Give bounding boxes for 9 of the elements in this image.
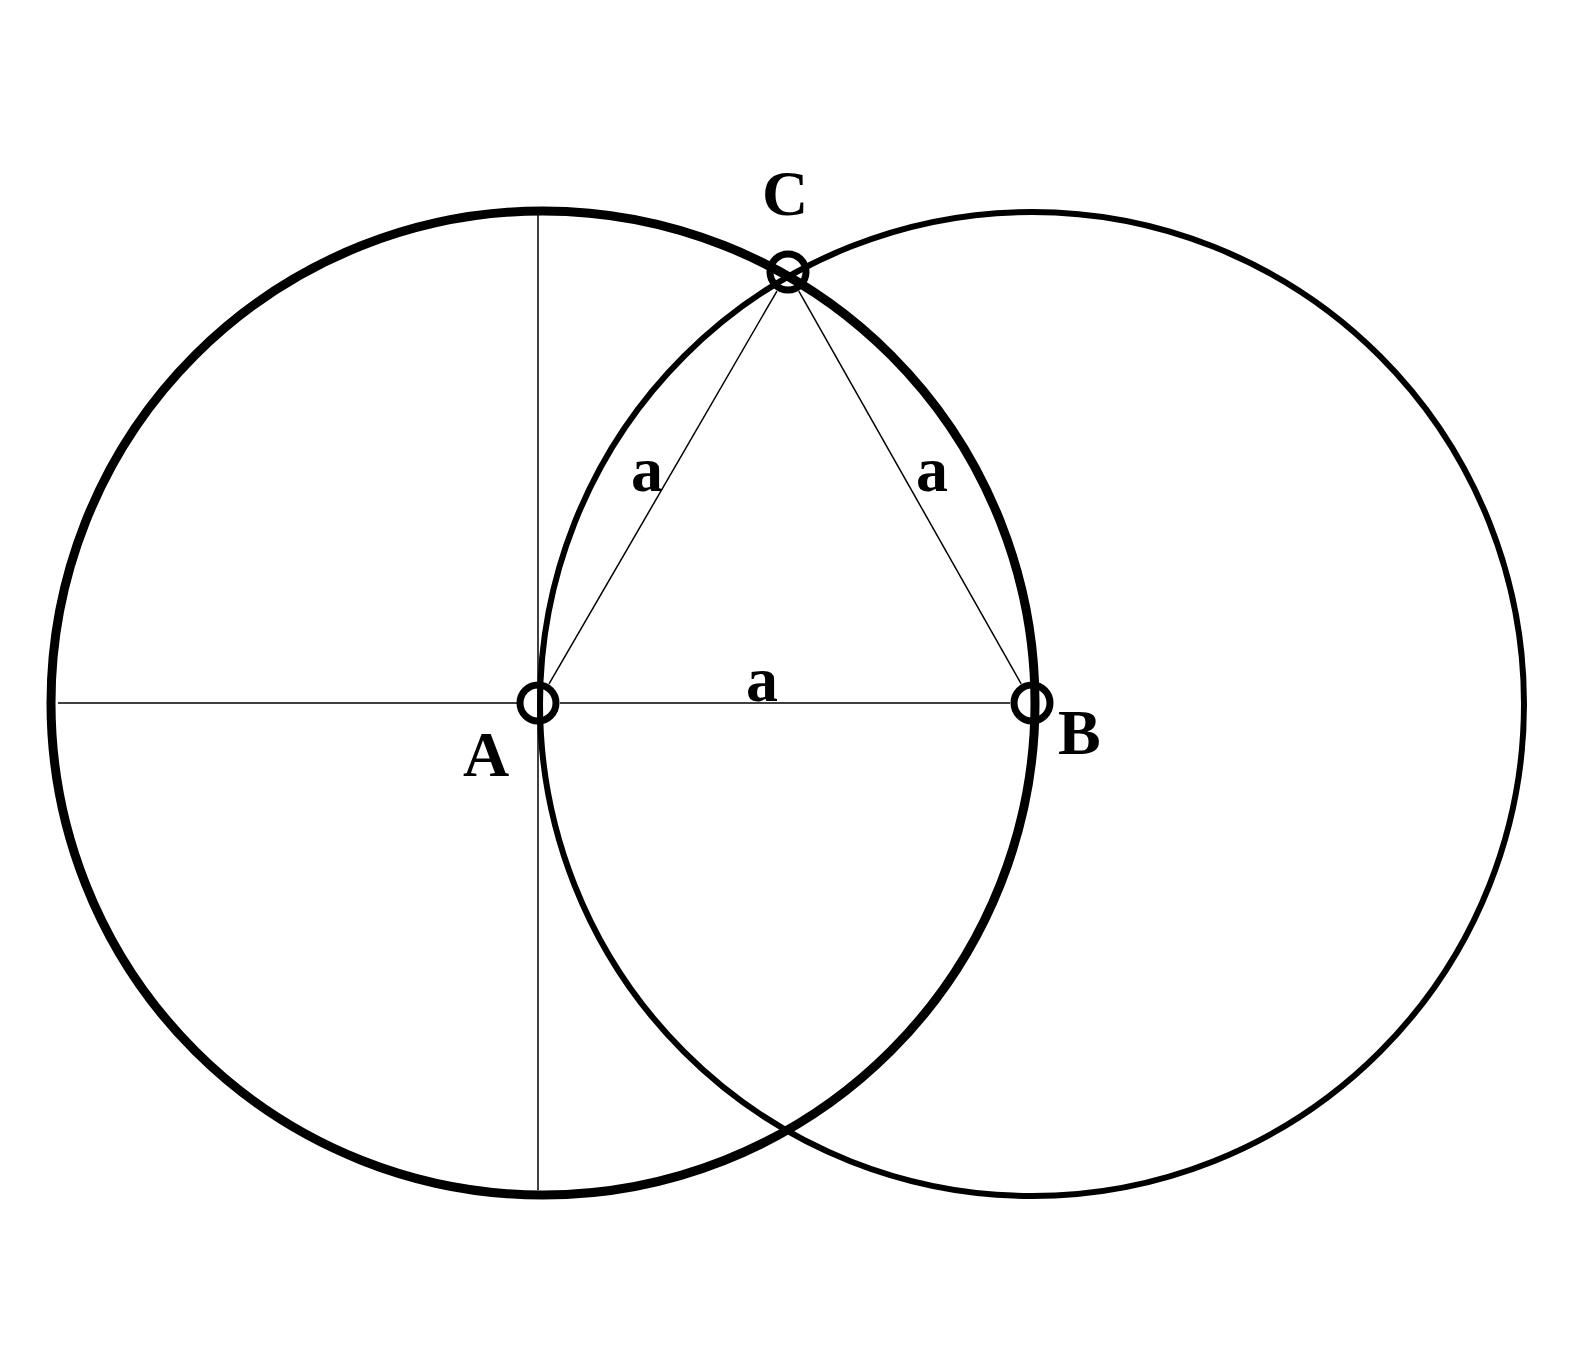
connector-line: [559, 702, 1011, 704]
edge-label: a: [916, 442, 948, 498]
connector-line: [798, 290, 1022, 685]
edge-label: a: [746, 652, 778, 708]
point-label: C: [762, 162, 809, 226]
edge-label: a: [631, 442, 663, 498]
point-label: B: [1058, 701, 1101, 765]
point-label: A: [463, 723, 510, 787]
connector-line: [548, 290, 778, 685]
